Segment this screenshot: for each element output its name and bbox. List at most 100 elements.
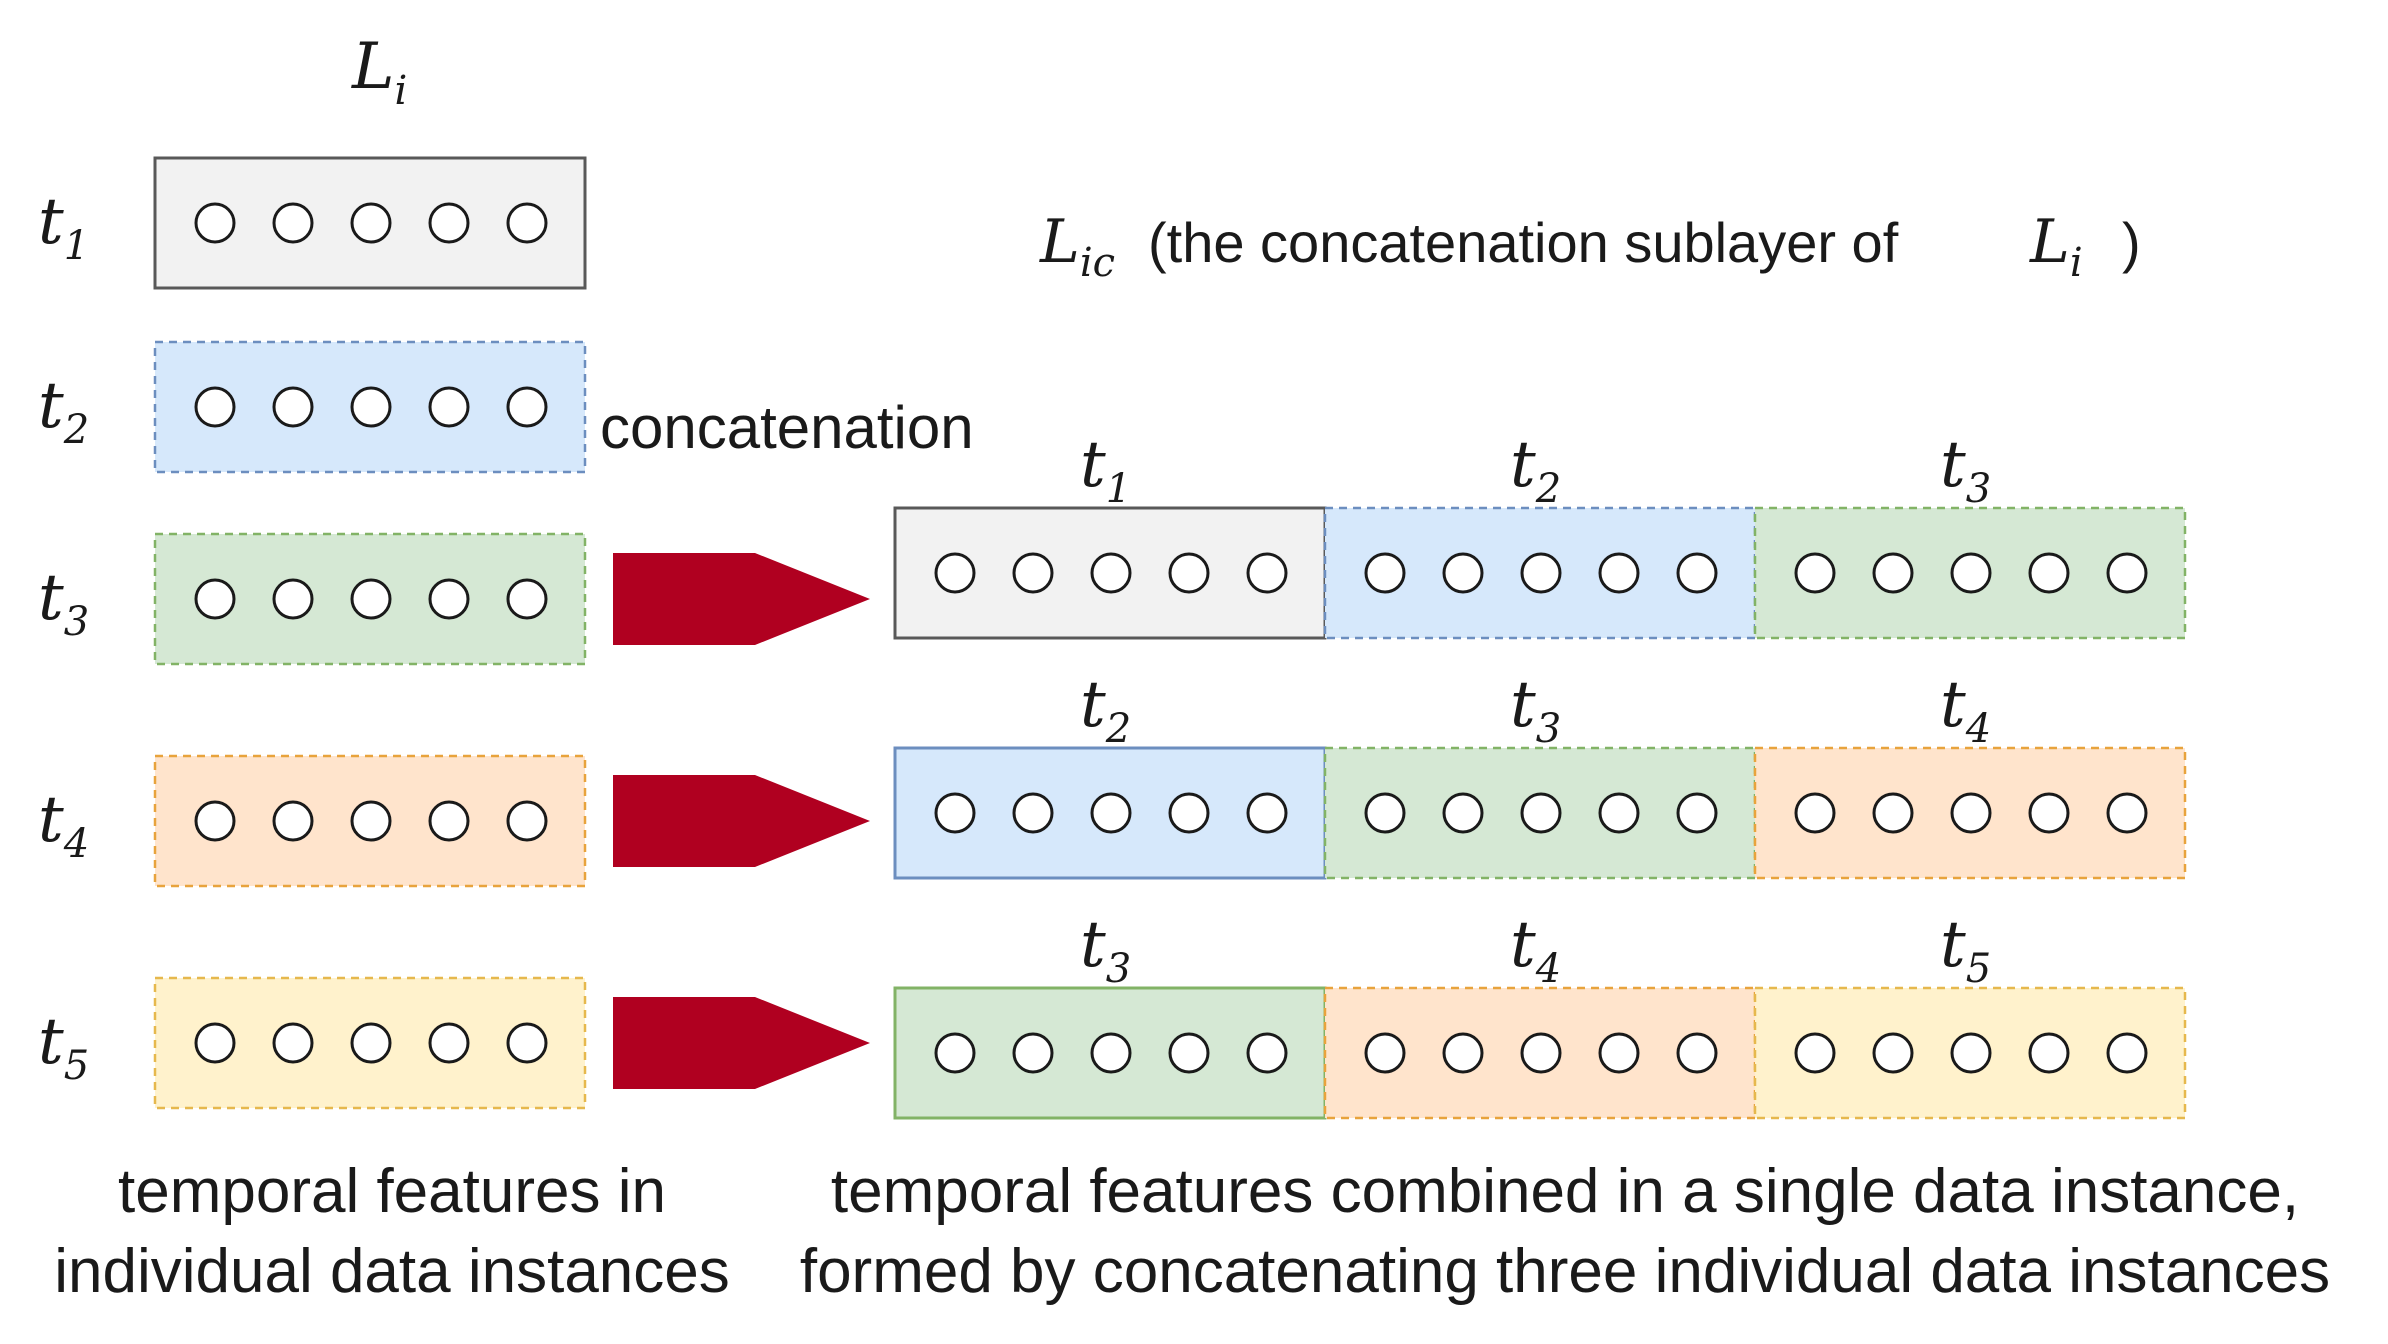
time-label-t1: t1 — [38, 185, 89, 269]
neuron — [194, 578, 236, 620]
segment-label-t2-sub: 2 — [1535, 466, 1561, 512]
segment-label-t1-sub: 1 — [1106, 466, 1131, 512]
neuron — [350, 578, 392, 620]
time-label-t4: t4 — [38, 783, 89, 867]
neuron — [272, 386, 314, 428]
neuron — [194, 1022, 236, 1064]
segment-label-t3-base: t — [1080, 908, 1106, 982]
neuron — [1872, 552, 1914, 594]
neuron — [506, 386, 548, 428]
left-row-t5: t5 — [38, 976, 587, 1110]
neuron — [506, 800, 548, 842]
segment-label-t2-base: t — [1080, 668, 1106, 742]
right-caption-line1: temporal features combined in a single d… — [831, 1157, 2299, 1226]
neuron — [1950, 1032, 1992, 1074]
concatenation-arrow — [613, 775, 870, 867]
segment-label-t2-base: t — [1510, 428, 1536, 502]
left-row-t1: t1 — [38, 156, 587, 290]
neuron — [272, 202, 314, 244]
neuron — [1364, 1032, 1406, 1074]
segment-label-t4-base: t — [1510, 908, 1536, 982]
neuron — [1794, 552, 1836, 594]
concat-layer-label: Lic — [1039, 207, 1115, 286]
neuron — [1168, 552, 1210, 594]
neuron — [428, 202, 470, 244]
segment-label-t5: t5 — [1940, 908, 1991, 992]
segment-label-t2: t2 — [1510, 428, 1561, 512]
concat-layer-text-after: ) — [2122, 211, 2141, 274]
segment-label-t4: t4 — [1940, 668, 1991, 752]
segment-label-t4-sub: 4 — [1535, 946, 1561, 992]
concatenation-label: concatenation — [600, 394, 974, 461]
neuron — [1364, 552, 1406, 594]
segment-label-t3-base: t — [1510, 668, 1536, 742]
neuron — [1950, 552, 1992, 594]
segment-label-t3-sub: 3 — [1106, 946, 1131, 992]
concatenation-arrow — [613, 553, 870, 645]
time-label-t4-base: t — [38, 783, 64, 857]
neuron — [2106, 552, 2148, 594]
neuron — [1872, 792, 1914, 834]
neuron — [428, 1022, 470, 1064]
neuron — [506, 202, 548, 244]
segment-label-t4: t4 — [1510, 908, 1561, 992]
neuron — [194, 800, 236, 842]
neuron — [1520, 1032, 1562, 1074]
neuron — [934, 552, 976, 594]
left-row-t3: t3 — [38, 532, 587, 666]
neuron — [1598, 552, 1640, 594]
time-label-t5-base: t — [38, 1005, 64, 1079]
concatenation-arrow — [613, 997, 870, 1089]
neuron — [1950, 792, 1992, 834]
neuron — [1168, 1032, 1210, 1074]
concat-layer-base: L — [1039, 207, 1080, 277]
neuron — [1364, 792, 1406, 834]
neuron — [1676, 1032, 1718, 1074]
segment-label-t2: t2 — [1080, 668, 1131, 752]
time-label-t3-base: t — [38, 561, 64, 635]
neuron — [428, 578, 470, 620]
neuron — [1168, 792, 1210, 834]
neuron — [1520, 552, 1562, 594]
neuron — [1794, 1032, 1836, 1074]
time-label-t2-base: t — [38, 369, 64, 443]
concat-layer-ref-sub: i — [2070, 240, 2083, 286]
segment-label-t5-sub: 5 — [1966, 946, 1991, 992]
segment-label-t3-sub: 3 — [1966, 466, 1991, 512]
segment-label-t3: t3 — [1510, 668, 1561, 752]
segment-label-t2-sub: 2 — [1105, 706, 1131, 752]
neuron — [2028, 1032, 2070, 1074]
concat-layer-sub: ic — [1080, 240, 1115, 286]
left-caption-line2: individual data instances — [54, 1237, 730, 1306]
neuron — [194, 386, 236, 428]
neuron — [2028, 792, 2070, 834]
neuron — [934, 1032, 976, 1074]
segment-label-t4-sub: 4 — [1965, 706, 1991, 752]
neuron — [1012, 552, 1054, 594]
time-label-t3: t3 — [38, 561, 89, 645]
neuron — [428, 386, 470, 428]
neuron — [1598, 792, 1640, 834]
neuron — [1598, 1032, 1640, 1074]
neuron — [1442, 552, 1484, 594]
left-caption-line1: temporal features in — [118, 1157, 666, 1226]
neuron — [1442, 792, 1484, 834]
right-caption-line2: formed by concatenating three individual… — [800, 1237, 2330, 1306]
neuron — [194, 202, 236, 244]
neuron — [272, 1022, 314, 1064]
segment-label-t3-sub: 3 — [1536, 706, 1561, 752]
segment-label-t3: t3 — [1080, 908, 1131, 992]
neuron — [1090, 552, 1132, 594]
neuron — [1520, 792, 1562, 834]
segment-label-t1-base: t — [1080, 428, 1106, 502]
neuron — [1442, 1032, 1484, 1074]
neuron — [934, 792, 976, 834]
neuron — [1090, 792, 1132, 834]
time-label-t1-sub: 1 — [64, 223, 89, 269]
neuron — [1676, 552, 1718, 594]
